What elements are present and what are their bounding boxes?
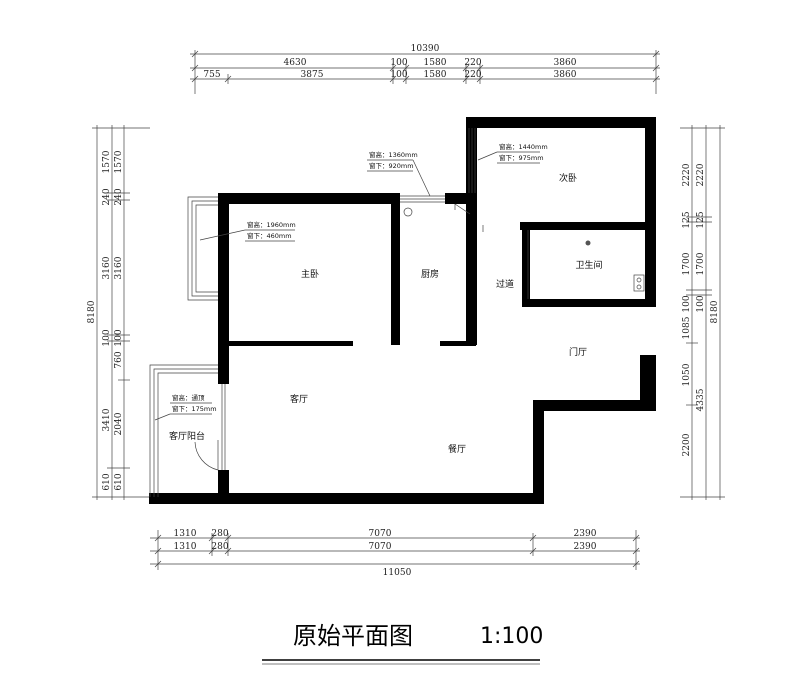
note-bedroom2-sill: 窗下：975mm (499, 153, 544, 162)
drawing-scale: 1:100 (480, 624, 543, 649)
walls (149, 117, 656, 504)
dim-left-i7: 610 (114, 473, 124, 490)
dim-left-i3: 3160 (114, 256, 124, 279)
dim-right-o1: 2220 (696, 163, 706, 186)
note-master-height: 窗高：1960mm (247, 220, 296, 229)
bottom-dimension-labels: 1310 280 7070 2390 1310 280 7070 2390 11… (174, 529, 597, 578)
dim-bot-r1-3: 7070 (369, 529, 392, 539)
dim-right-i5: 1085 (682, 316, 692, 339)
dim-left-o2: 240 (102, 188, 112, 205)
dim-right-i7: 2200 (682, 433, 692, 456)
left-dimensions (92, 125, 150, 500)
dim-right-o5: 4335 (696, 388, 706, 411)
room-living: 客厅 (290, 393, 308, 405)
dim-left-i2: 240 (114, 188, 124, 205)
left-dimension-labels: 8180 1570 240 3160 100 3410 610 1570 240… (87, 150, 124, 490)
dim-top-r2-3: 100 (390, 70, 407, 80)
bottom-dimensions (150, 530, 640, 570)
dim-right-o2: 125 (696, 211, 706, 228)
room-bathroom: 卫生间 (575, 259, 602, 271)
room-entrance-hall: 门厅 (569, 346, 587, 358)
room-kitchen: 厨房 (421, 268, 439, 280)
dim-bot-r2-3: 7070 (369, 542, 392, 552)
dim-right-i1: 2220 (682, 163, 692, 186)
dim-bot-r2-1: 1310 (174, 542, 197, 552)
note-bedroom2-height: 窗高：1440mm (499, 142, 548, 151)
note-leaders (154, 151, 540, 421)
drawing-title: 原始平面图 (293, 622, 413, 650)
dim-left-o1: 1570 (102, 150, 112, 173)
top-dimensions (190, 50, 660, 94)
dim-bot-r1-2: 280 (211, 529, 228, 539)
dim-left-o6: 610 (102, 473, 112, 490)
dim-right-o4: 100 (696, 295, 706, 312)
dim-top-r1-1: 4630 (284, 58, 307, 68)
dim-top-r1-2: 100 (390, 58, 407, 68)
note-kitchen-height: 窗高：1360mm (369, 150, 418, 159)
dim-top-r2-1: 755 (203, 70, 220, 80)
dim-left-i1: 1570 (114, 150, 124, 173)
dim-left-i4: 100 (114, 329, 124, 346)
dim-left-i5: 760 (114, 351, 124, 368)
dim-bot-r1-1: 1310 (174, 529, 197, 539)
dim-right-i6: 1050 (682, 363, 692, 386)
dim-top-r2-6: 3860 (554, 70, 577, 80)
room-corridor: 过道 (496, 278, 514, 290)
windows-and-thin-lines (149, 128, 645, 497)
right-dimensions (680, 125, 725, 500)
dim-right-i2: 125 (682, 211, 692, 228)
room-dining: 餐厅 (448, 443, 466, 455)
dim-left-total: 8180 (87, 300, 97, 323)
dim-top-r2-5: 220 (464, 70, 481, 80)
room-second-bedroom: 次卧 (559, 172, 577, 184)
dim-top-total: 10390 (411, 44, 440, 54)
dim-top-r1-5: 3860 (554, 58, 577, 68)
top-dimension-labels: 10390 4630 100 1580 220 3860 755 3875 10… (203, 44, 576, 80)
note-kitchen-sill: 窗下：920mm (369, 161, 414, 170)
dim-left-o4: 100 (102, 329, 112, 346)
dim-left-i6: 2040 (114, 412, 124, 435)
note-master-sill: 窗下：460mm (247, 231, 292, 240)
dim-right-o3: 1700 (696, 252, 706, 275)
dim-bot-r1-4: 2390 (574, 529, 597, 539)
dim-right-i3: 1700 (682, 252, 692, 275)
dim-left-o3: 3160 (102, 256, 112, 279)
dim-top-r1-3: 1580 (424, 58, 447, 68)
dim-right-i4: 100 (682, 295, 692, 312)
room-master-bedroom: 主卧 (301, 268, 319, 280)
dim-left-o5: 3410 (102, 408, 112, 431)
right-dimension-labels: 2220 125 1700 100 1085 1050 2200 2220 12… (682, 163, 720, 456)
room-labels: 主卧 厨房 过道 次卧 卫生间 门厅 客厅 餐厅 客厅阳台 (169, 172, 603, 455)
dim-bot-r2-4: 2390 (574, 542, 597, 552)
drawing-title-block: 原始平面图 1:100 (262, 622, 543, 665)
dim-bot-r2-2: 280 (211, 542, 228, 552)
note-balcony-height: 窗高：通顶 (172, 393, 205, 402)
dim-top-r1-4: 220 (464, 58, 481, 68)
dim-right-total: 8180 (710, 300, 720, 323)
dim-bot-total: 11050 (383, 568, 412, 578)
note-balcony-sill: 窗下：175mm (172, 404, 217, 413)
room-living-balcony: 客厅阳台 (169, 430, 205, 442)
bathroom-drain-icon (585, 240, 591, 246)
dim-top-r2-2: 3875 (301, 70, 324, 80)
window-notes: 窗高：1360mm 窗下：920mm 窗高：1440mm 窗下：975mm 窗高… (172, 142, 548, 413)
dim-top-r2-4: 1580 (424, 70, 447, 80)
